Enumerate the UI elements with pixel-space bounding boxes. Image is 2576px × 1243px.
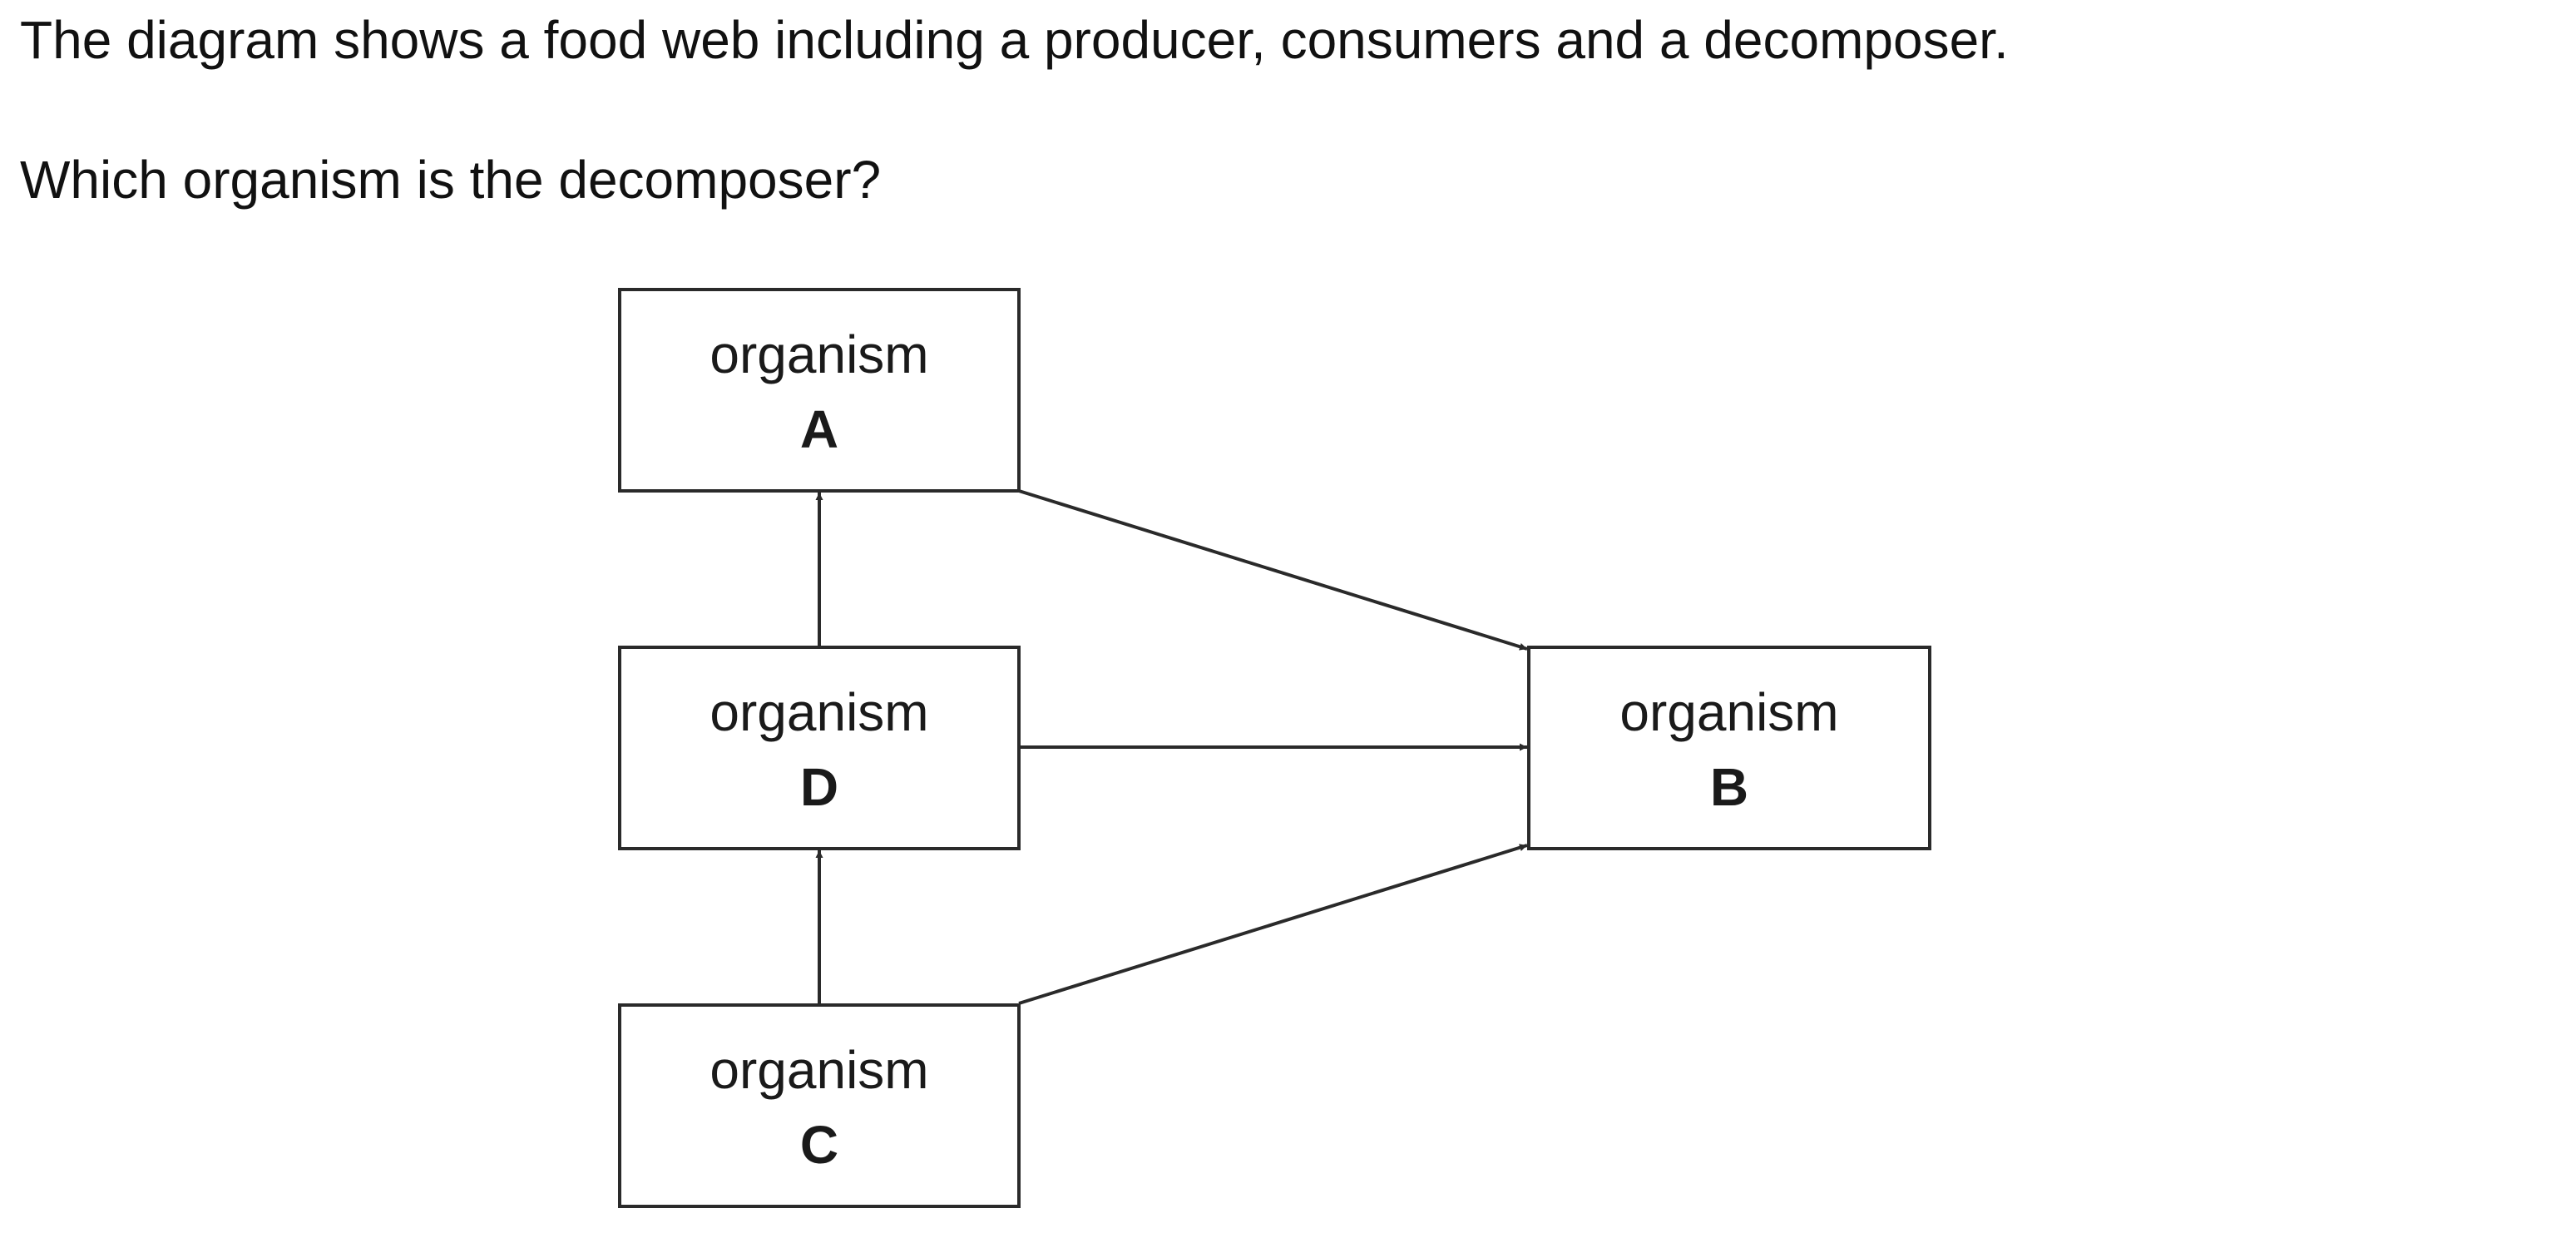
organism-d-letter: D <box>800 757 838 817</box>
organism-a-box: organism A <box>618 288 1021 493</box>
food-web-arrows <box>815 489 1528 1005</box>
organism-d-word: organism <box>710 682 928 742</box>
organism-b-frame <box>1527 646 1931 850</box>
organism-a-letter: A <box>800 399 838 459</box>
question-prompt: Which organism is the decomposer? <box>20 150 882 210</box>
organism-c-frame <box>618 1003 1021 1208</box>
arrow-a-to-b <box>1018 489 1528 651</box>
question-intro: The diagram shows a food web including a… <box>20 10 2009 70</box>
organism-c-box: organism C <box>618 1003 1021 1208</box>
organism-d-box: organism D <box>618 646 1021 850</box>
organism-c-word: organism <box>710 1040 928 1100</box>
arrow-c-to-b <box>1018 844 1528 1005</box>
organism-c-letter: C <box>800 1115 838 1175</box>
organism-d-frame <box>618 646 1021 850</box>
organism-b-word: organism <box>1619 682 1838 742</box>
organism-a-word: organism <box>710 324 928 384</box>
organism-b-box: organism B <box>1527 646 1931 850</box>
organism-b-letter: B <box>1710 757 1748 817</box>
organism-a-frame <box>618 288 1021 493</box>
